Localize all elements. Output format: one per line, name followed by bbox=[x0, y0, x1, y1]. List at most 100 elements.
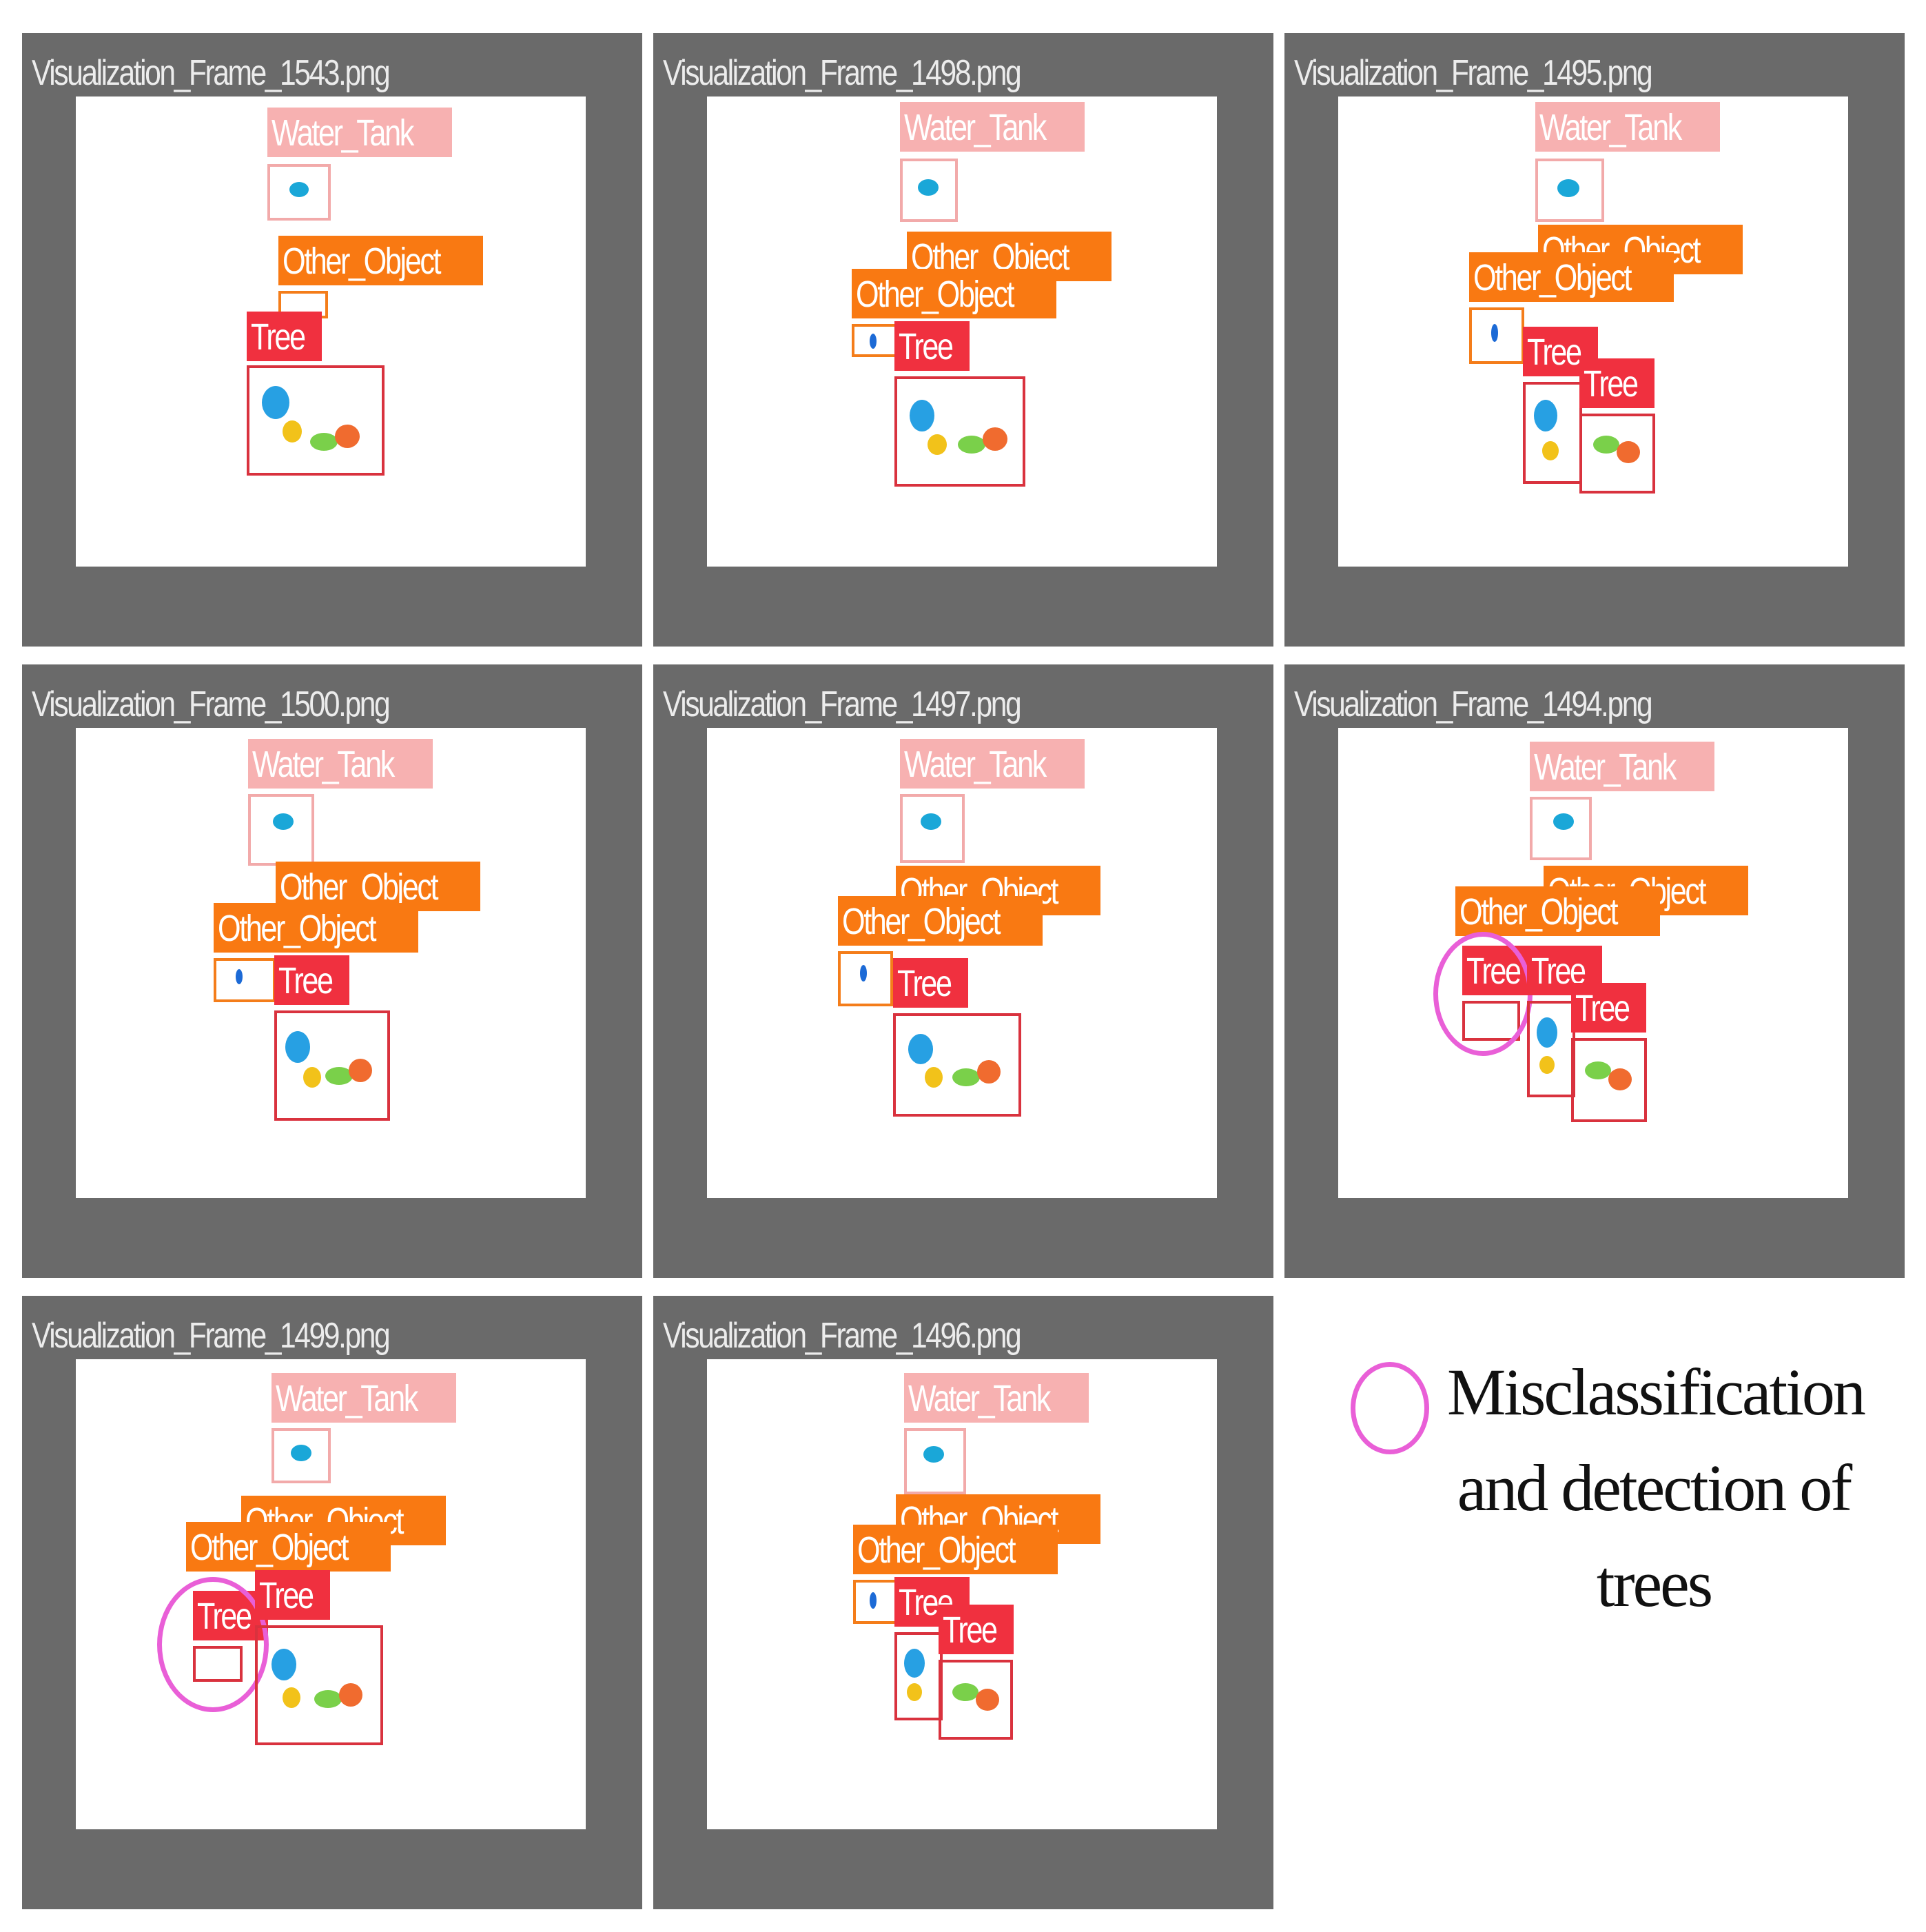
tree-label: Tree bbox=[274, 955, 350, 1005]
tree-object bbox=[283, 420, 302, 443]
other-object-item bbox=[860, 965, 867, 982]
other-object-label: Other_Object bbox=[853, 1525, 1058, 1574]
tree-object bbox=[952, 1683, 979, 1701]
water-tank-object bbox=[1553, 813, 1574, 830]
frame-canvas: Water_Tank Other_Object Tree bbox=[76, 96, 586, 567]
tree-label: Tree bbox=[1571, 983, 1647, 1033]
other-object-label: Other_Object bbox=[1469, 252, 1674, 302]
frame-panel-1496: Visualization_Frame_1496.png Water_Tank … bbox=[653, 1296, 1273, 1909]
tree-object bbox=[1617, 441, 1640, 463]
tree-label: Tree bbox=[247, 312, 322, 361]
tree-object bbox=[904, 1649, 925, 1678]
frame-title: Visualization_Frame_1495.png bbox=[1294, 53, 1653, 93]
tree-object bbox=[908, 1034, 933, 1064]
frame-title: Visualization_Frame_1494.png bbox=[1294, 684, 1653, 724]
legend-text: Misclassification and detection of trees bbox=[1447, 1344, 1866, 1632]
other-object-item bbox=[1491, 324, 1498, 342]
water-tank-box bbox=[267, 164, 331, 221]
water-tank-label: Water_Tank bbox=[267, 108, 453, 157]
tree-object bbox=[1593, 436, 1619, 454]
other-object-box bbox=[214, 958, 276, 1002]
tree-object bbox=[907, 1683, 922, 1701]
frame-canvas: Water_Tank Other_Object Other_Object Tre… bbox=[1338, 728, 1848, 1198]
water-tank-box bbox=[1535, 159, 1604, 222]
frame-panel-1495: Visualization_Frame_1495.png Water_Tank … bbox=[1284, 33, 1905, 647]
legend-line: Misclassification bbox=[1447, 1355, 1866, 1429]
frame-panel-1543: Visualization_Frame_1543.png Water_Tank … bbox=[22, 33, 642, 647]
frame-title: Visualization_Frame_1497.png bbox=[663, 684, 1022, 724]
frame-canvas: Water_Tank Other_Object Other_Object Tre… bbox=[707, 96, 1217, 567]
water-tank-label: Water_Tank bbox=[272, 1373, 457, 1423]
water-tank-box bbox=[248, 794, 314, 866]
other-object-box bbox=[853, 1580, 900, 1624]
tree-object bbox=[952, 1068, 980, 1086]
tree-object bbox=[339, 1683, 362, 1707]
tree-object bbox=[325, 1067, 353, 1085]
frame-panel-1500: Visualization_Frame_1500.png Water_Tank … bbox=[22, 664, 642, 1278]
misclassification-ring bbox=[1433, 932, 1533, 1056]
tree-object bbox=[976, 1689, 999, 1711]
water-tank-label: Water_Tank bbox=[248, 739, 433, 789]
water-tank-object bbox=[921, 813, 941, 830]
tree-label: Tree bbox=[1579, 358, 1655, 408]
legend: Misclassification and detection of trees bbox=[1309, 1344, 1902, 1689]
tree-object bbox=[310, 433, 338, 451]
other-object-item bbox=[870, 1592, 877, 1609]
legend-circle-icon bbox=[1351, 1362, 1429, 1454]
frame-panel-1499: Visualization_Frame_1499.png Water_Tank … bbox=[22, 1296, 642, 1909]
tree-box bbox=[255, 1625, 383, 1745]
water-tank-object bbox=[1557, 179, 1579, 197]
tree-label: Tree bbox=[1527, 946, 1603, 995]
frame-canvas: Water_Tank Other_Object Other_Object Tre… bbox=[707, 728, 1217, 1198]
tree-object bbox=[1608, 1068, 1632, 1090]
tree-box bbox=[1571, 1038, 1647, 1122]
tree-object bbox=[910, 400, 934, 431]
frame-title: Visualization_Frame_1543.png bbox=[32, 53, 391, 93]
other-object-label: Other_Object bbox=[838, 896, 1043, 946]
frame-canvas: Water_Tank Other_Object Other_Object Tre… bbox=[76, 1359, 586, 1829]
frame-canvas: Water_Tank Other_Object Other_Object Tre… bbox=[76, 728, 586, 1198]
tree-object bbox=[349, 1059, 372, 1082]
water-tank-object bbox=[273, 813, 294, 830]
water-tank-label: Water_Tank bbox=[904, 1373, 1089, 1423]
other-object-label: Other_Object bbox=[1455, 886, 1661, 936]
water-tank-object bbox=[289, 182, 309, 197]
legend-line: trees bbox=[1596, 1547, 1713, 1621]
legend-line: and detection of bbox=[1457, 1451, 1852, 1525]
tree-label: Tree bbox=[255, 1570, 331, 1620]
tree-box bbox=[247, 365, 385, 476]
tree-box bbox=[894, 1632, 943, 1720]
tree-object bbox=[283, 1687, 300, 1708]
other-object-box bbox=[838, 951, 893, 1006]
tree-object bbox=[977, 1060, 1001, 1084]
water-tank-box bbox=[904, 1428, 966, 1494]
tree-object bbox=[925, 1067, 943, 1088]
tree-box bbox=[1527, 1001, 1575, 1097]
water-tank-box bbox=[1530, 797, 1592, 860]
frame-title: Visualization_Frame_1500.png bbox=[32, 684, 391, 724]
water-tank-label: Water_Tank bbox=[900, 739, 1085, 789]
water-tank-object bbox=[291, 1445, 311, 1461]
frame-title: Visualization_Frame_1499.png bbox=[32, 1316, 391, 1356]
frame-title: Visualization_Frame_1498.png bbox=[663, 53, 1022, 93]
tree-object bbox=[958, 436, 985, 454]
water-tank-label: Water_Tank bbox=[900, 102, 1085, 152]
tree-label: Tree bbox=[894, 321, 970, 371]
frame-panel-1497: Visualization_Frame_1497.png Water_Tank … bbox=[653, 664, 1273, 1278]
water-tank-box bbox=[272, 1428, 331, 1483]
tree-object bbox=[272, 1649, 296, 1680]
other-object-label: Other_Object bbox=[186, 1522, 391, 1572]
tree-object bbox=[928, 434, 947, 455]
tree-object bbox=[262, 386, 289, 419]
tree-box bbox=[1523, 382, 1582, 484]
misclassification-ring bbox=[157, 1577, 269, 1712]
frame-canvas: Water_Tank Other_Object Other_Object Tre… bbox=[1338, 96, 1848, 567]
tree-box bbox=[894, 376, 1025, 487]
tree-box bbox=[893, 1013, 1021, 1117]
other-object-item bbox=[870, 334, 877, 349]
tree-object bbox=[1537, 1017, 1557, 1048]
tree-object bbox=[335, 425, 360, 448]
water-tank-label: Water_Tank bbox=[1535, 102, 1721, 152]
tree-box bbox=[274, 1010, 390, 1121]
tree-label: Tree bbox=[939, 1605, 1014, 1654]
